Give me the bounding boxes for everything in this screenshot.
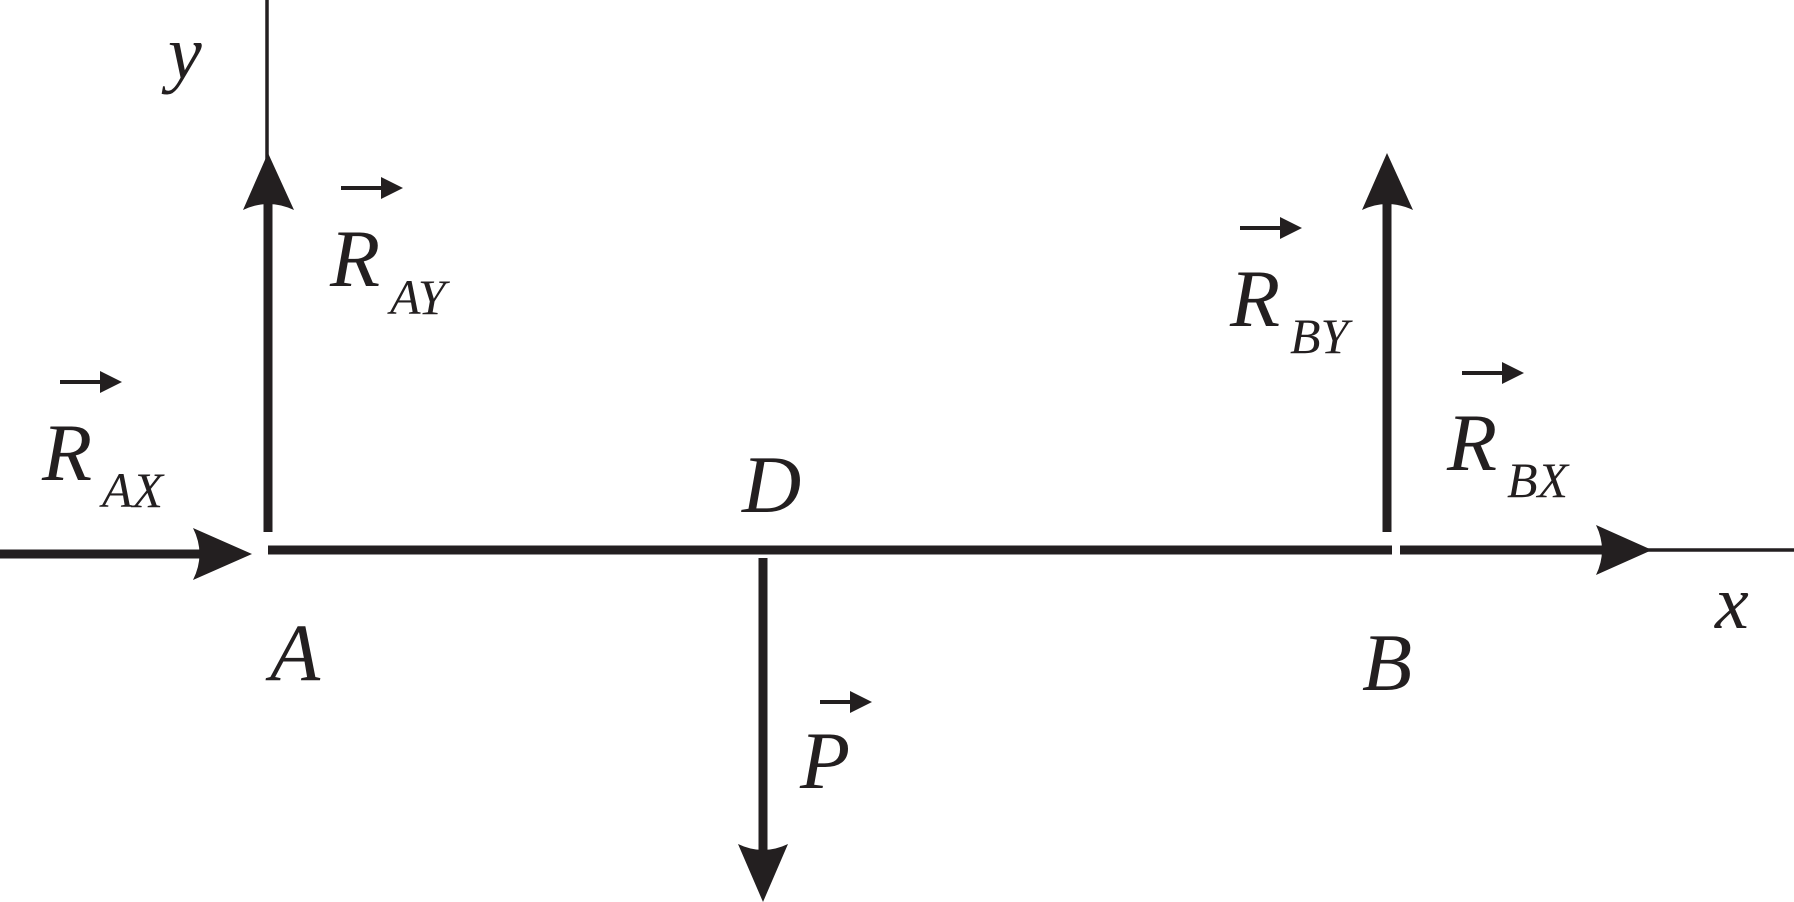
r-by-main-label: R xyxy=(1229,253,1280,344)
point-d-label: D xyxy=(741,439,801,530)
x-axis-label: x xyxy=(1714,561,1749,645)
r-ax-subscript: AX xyxy=(99,462,166,518)
r-ax-main-label: R xyxy=(41,407,92,498)
p-vector-arrow xyxy=(820,691,872,713)
p-main-label: P xyxy=(799,715,850,806)
r-by-vector-arrow xyxy=(1240,217,1302,239)
r-ay-main-label: R xyxy=(329,213,380,304)
r-ay-arrowhead xyxy=(243,153,294,210)
y-axis-label: y xyxy=(161,11,202,95)
r-bx-main-label: R xyxy=(1446,397,1497,488)
point-b-label: B xyxy=(1362,617,1412,708)
r-ay-vector-arrow xyxy=(341,177,403,199)
r-bx-vector-arrow xyxy=(1462,362,1524,384)
r-bx-subscript: BX xyxy=(1507,452,1571,508)
p-arrowhead xyxy=(738,844,788,902)
r-by-subscript: BY xyxy=(1290,308,1354,364)
r-by-arrowhead xyxy=(1362,153,1413,210)
r-ax-vector-arrow xyxy=(60,371,122,393)
r-bx-arrowhead xyxy=(1596,525,1652,575)
point-a-label: A xyxy=(265,607,321,698)
r-ay-subscript: AY xyxy=(387,269,451,325)
r-ax-arrowhead xyxy=(193,528,252,580)
